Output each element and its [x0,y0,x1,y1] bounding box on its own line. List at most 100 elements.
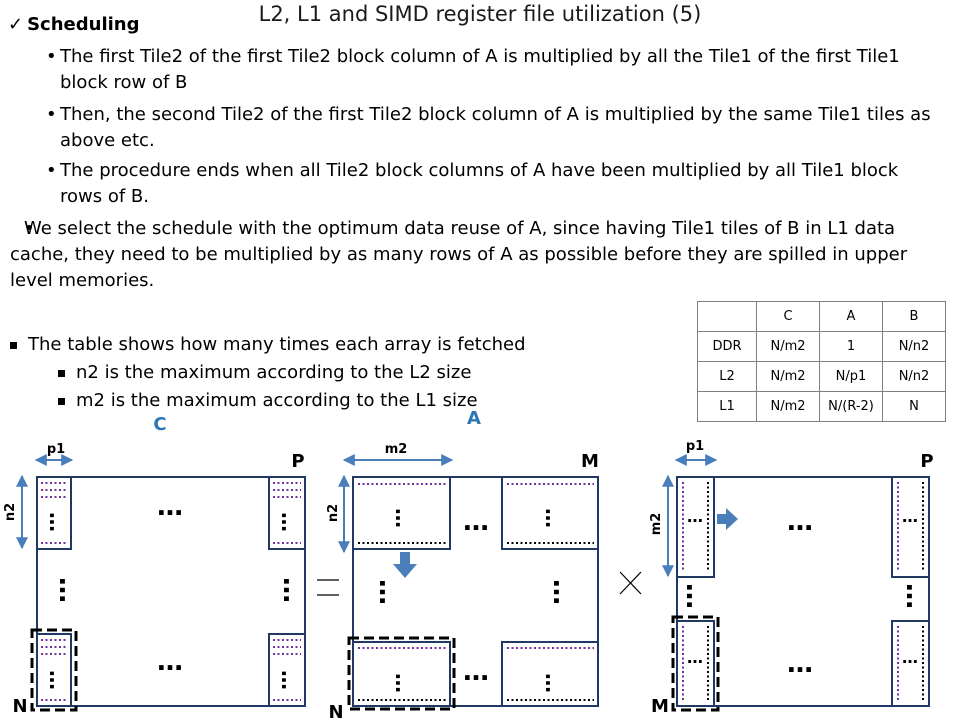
ellipsis-icon: … [391,508,415,528]
tile-b-highlight [671,615,720,712]
note-1-text: The table shows how many times each arra… [28,334,526,355]
note-2-text: n2 is the maximum according to the L2 si… [76,362,472,383]
square-bullet-icon [10,342,17,349]
tile-a-bottom-right [501,641,599,707]
fetch-table: C A B DDR N/m2 1 N/n2 L2 N/m2 N/p1 N/n2 … [697,301,946,422]
ellipsis-icon: … [45,512,69,532]
table-row: C A B [697,301,946,332]
table-row: L2 N/m2 N/p1 N/n2 [697,361,946,392]
ellipsis-icon: … [687,648,703,667]
c-dotted-rows [41,482,301,701]
label-m: M [581,451,599,472]
right-arrow-icon [717,508,738,530]
tile-a-highlight [347,636,456,711]
matrix-c [36,476,306,707]
label-p: P [291,451,304,472]
ellipsis-icon: … [463,507,489,537]
table-cell: A [819,301,883,332]
ellipsis-icon: … [787,507,813,537]
bullet-1-text: The first Tile2 of the first Tile2 block… [60,46,900,93]
ellipsis-icon: … [547,579,577,605]
matrix-b [676,476,930,707]
tile-b-top-right [891,476,930,578]
label-m: M [651,696,669,717]
ellipsis-icon: … [463,657,489,687]
a-ellipses: … … … … … … … … [373,507,577,693]
bullet-2-text: Then, the second Tile2 of the first Tile… [60,104,931,151]
ellipsis-icon: … [680,583,710,609]
table-cell: B [882,301,946,332]
checkmark-icon: ✓ [8,14,24,35]
tile-b-top-left [676,476,715,578]
table-cell: N [882,391,946,422]
bullet-dot-icon: • [46,160,57,181]
square-bullet-icon [58,370,65,377]
label-a: A [467,408,481,429]
c-ellipses: … … … … … … … … [45,492,307,690]
table-cell: N/n2 [882,361,946,392]
ellipsis-icon: … [391,673,415,693]
times-sign [619,571,642,595]
slide-title: L2, L1 and SIMD register file utilizatio… [258,2,702,26]
table-cell: L1 [697,391,757,422]
b-ellipses: … … … … … … … … [680,507,930,679]
table-cell: N/p1 [819,361,883,392]
note-1: The table shows how many times each arra… [10,332,526,358]
label-n: N [328,702,343,720]
figure-labels: C A p1 m2 p1 n2 n2 m2 P M P N N M [3,408,934,720]
tile-b-bottom-right [891,620,930,707]
down-arrow-icon [393,552,417,578]
label-n: N [12,696,27,717]
ellipsis-icon: … [157,647,183,677]
paragraph: • We select the schedule with the optimu… [10,216,945,294]
ellipsis-icon: … [53,577,83,603]
table-cell: N/m2 [756,361,820,392]
ellipsis-icon: … [157,492,183,522]
ellipsis-icon: … [373,579,403,605]
ellipsis-icon: … [900,583,930,609]
ellipsis-icon: … [277,577,307,603]
ellipsis-icon: … [902,507,918,526]
tile-b-bottom-left [676,620,715,707]
section-heading: ✓Scheduling [8,14,140,35]
table-cell: N/(R-2) [819,391,883,422]
tile-c-top-left [36,476,72,550]
note-2: n2 is the maximum according to the L2 si… [58,360,472,386]
tile-a-bottom-left [352,641,451,707]
label-n2: n2 [326,504,341,522]
a-dotted-bottom [358,542,594,701]
ellipsis-icon: … [45,670,69,690]
bullet-1: • The first Tile2 of the first Tile2 blo… [46,44,940,96]
tile-a-top-right [501,476,599,550]
table-row: DDR N/m2 1 N/n2 [697,331,946,362]
b-dotted-cols [682,482,899,701]
tile-c-top-right [268,476,306,550]
tile-c-highlight [30,628,78,712]
table-row: L1 N/m2 N/(R-2) N [697,391,946,422]
bullet-dot-icon: • [46,46,57,67]
label-m2: m2 [385,442,408,457]
ellipsis-icon: … [277,512,301,532]
label-p1: p1 [47,442,65,457]
paragraph-text: We select the schedule with the optimum … [10,218,908,291]
matrix-a [352,476,599,707]
tile-c-bottom-left [36,633,72,707]
ellipsis-icon: … [902,648,918,667]
b-dotted-right [707,482,924,701]
tile-c-bottom-right [268,633,306,707]
table-cell: N/n2 [882,331,946,362]
label-n2: n2 [3,503,18,521]
ellipsis-icon: … [787,649,813,679]
ellipsis-icon: … [687,507,703,526]
label-p: P [920,451,933,472]
section-heading-label: Scheduling [27,14,140,35]
bullet-2: • Then, the second Tile2 of the first Ti… [46,102,940,154]
bullet-3: • The procedure ends when all Tile2 bloc… [46,158,940,210]
tile-a-top-left [352,476,451,550]
ellipsis-icon: … [541,508,565,528]
a-dotted-rows [358,483,594,649]
bullet-dot-icon: • [46,104,57,125]
bullet-dot-icon: • [24,218,35,239]
ellipsis-icon: … [277,670,301,690]
